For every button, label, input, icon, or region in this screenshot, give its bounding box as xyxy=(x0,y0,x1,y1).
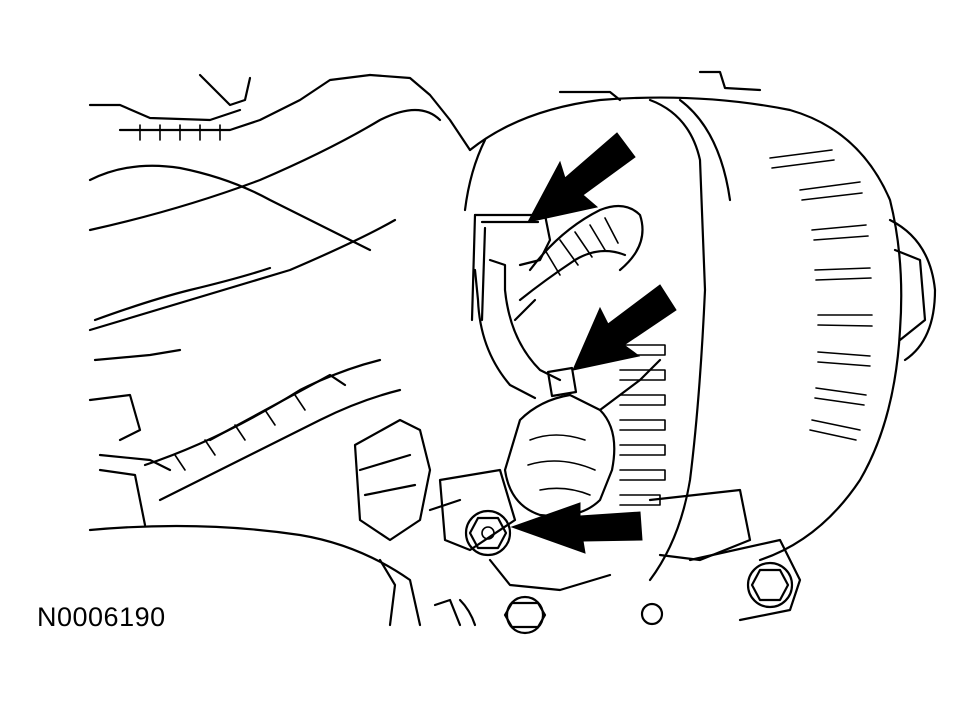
wiring-harness xyxy=(428,204,662,592)
harness-clip xyxy=(546,366,578,398)
lower-nut xyxy=(503,595,547,635)
alternator-body xyxy=(458,96,937,635)
small-bolt xyxy=(640,602,664,626)
callout-arrows xyxy=(510,132,677,554)
callout-arrow-terminal-nut xyxy=(510,502,643,554)
callout-arrow-clip xyxy=(572,284,677,371)
mount-bolt xyxy=(746,561,794,609)
terminal-boot xyxy=(503,393,616,518)
front-vent-slots xyxy=(769,149,873,441)
rear-vent-slots xyxy=(619,344,666,506)
engine-background xyxy=(88,70,762,627)
callout-arrow-connector xyxy=(527,132,636,223)
figure-id-label: N0006190 xyxy=(37,602,166,632)
terminal-nut xyxy=(464,509,512,557)
